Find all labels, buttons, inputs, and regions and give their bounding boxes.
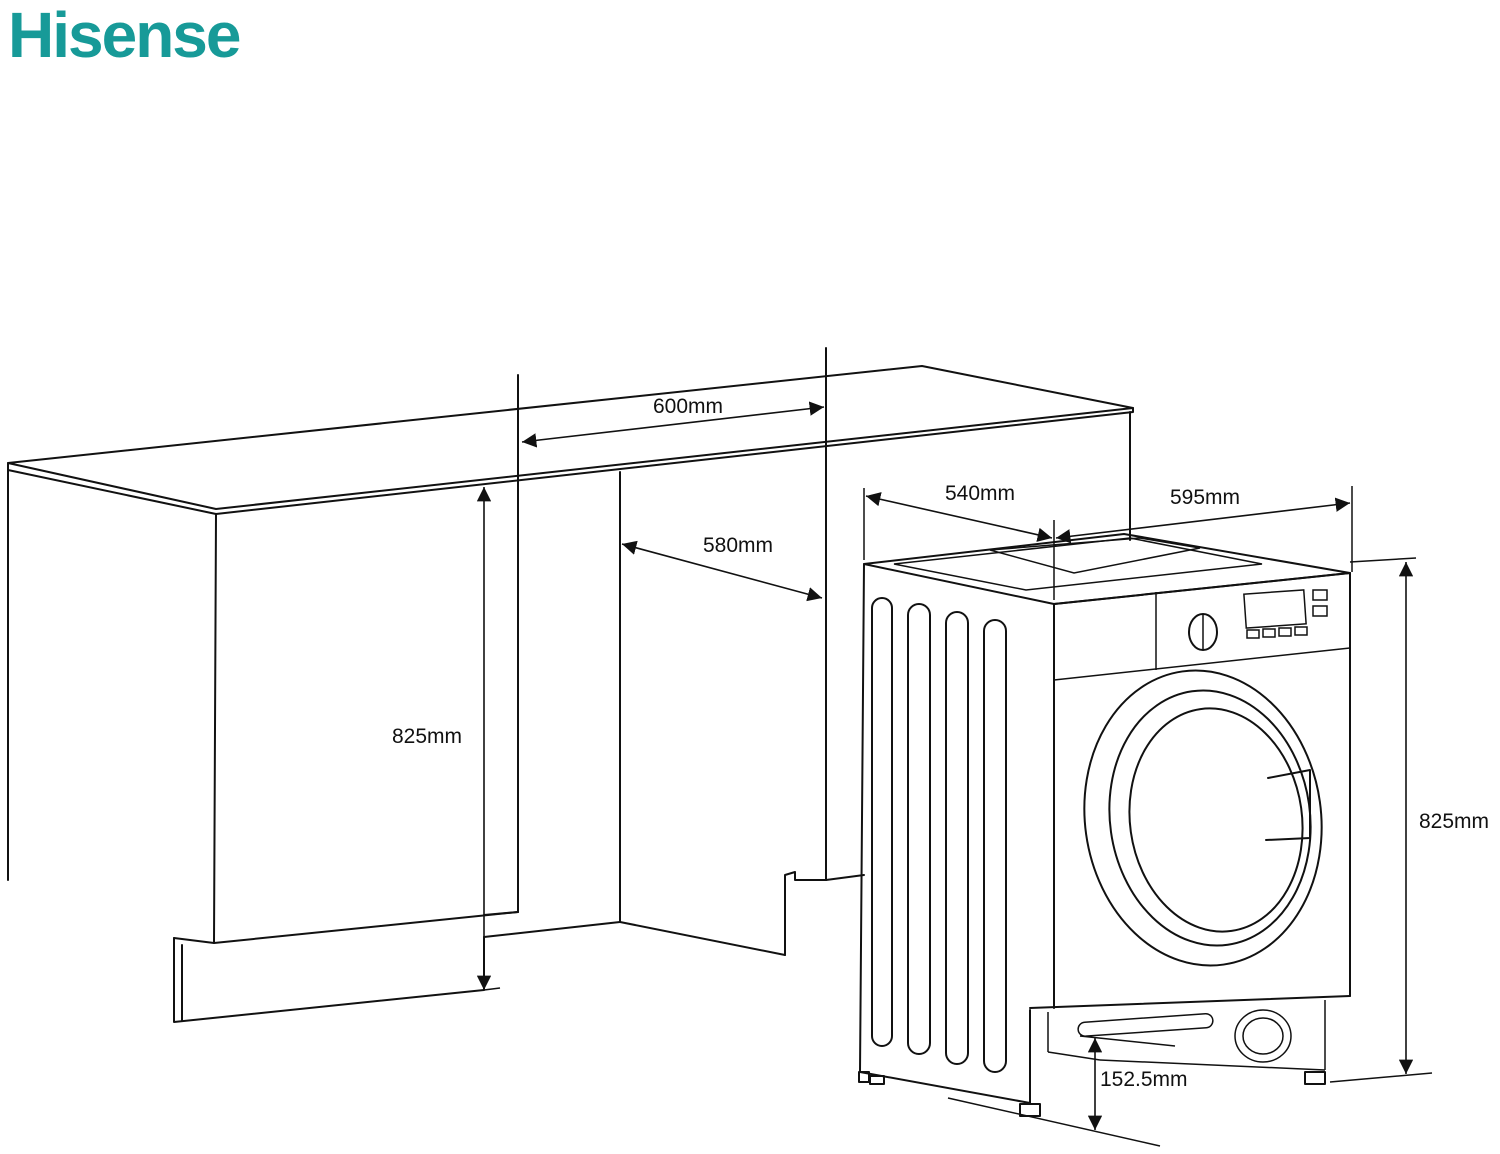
dimension-600-arrow [521,401,825,448]
dimension-595-arrow [1055,497,1351,544]
brand-logo: Hisense [8,0,241,71]
label-600mm: 600mm [653,395,723,418]
label-152-5mm: 152.5mm [1100,1068,1188,1091]
label-825mm-niche: 825mm [392,725,462,748]
label-580mm: 580mm [703,534,773,557]
label-595mm: 595mm [1170,486,1240,509]
label-825mm-appliance: 825mm [1419,810,1489,833]
dimension-580-arrow [621,540,823,602]
dimension-540-arrow [865,492,1053,542]
label-540mm: 540mm [945,482,1015,505]
washing-machine [858,533,1351,1117]
dimension-lines [476,401,1433,1147]
cabinet-run [7,347,1134,1023]
